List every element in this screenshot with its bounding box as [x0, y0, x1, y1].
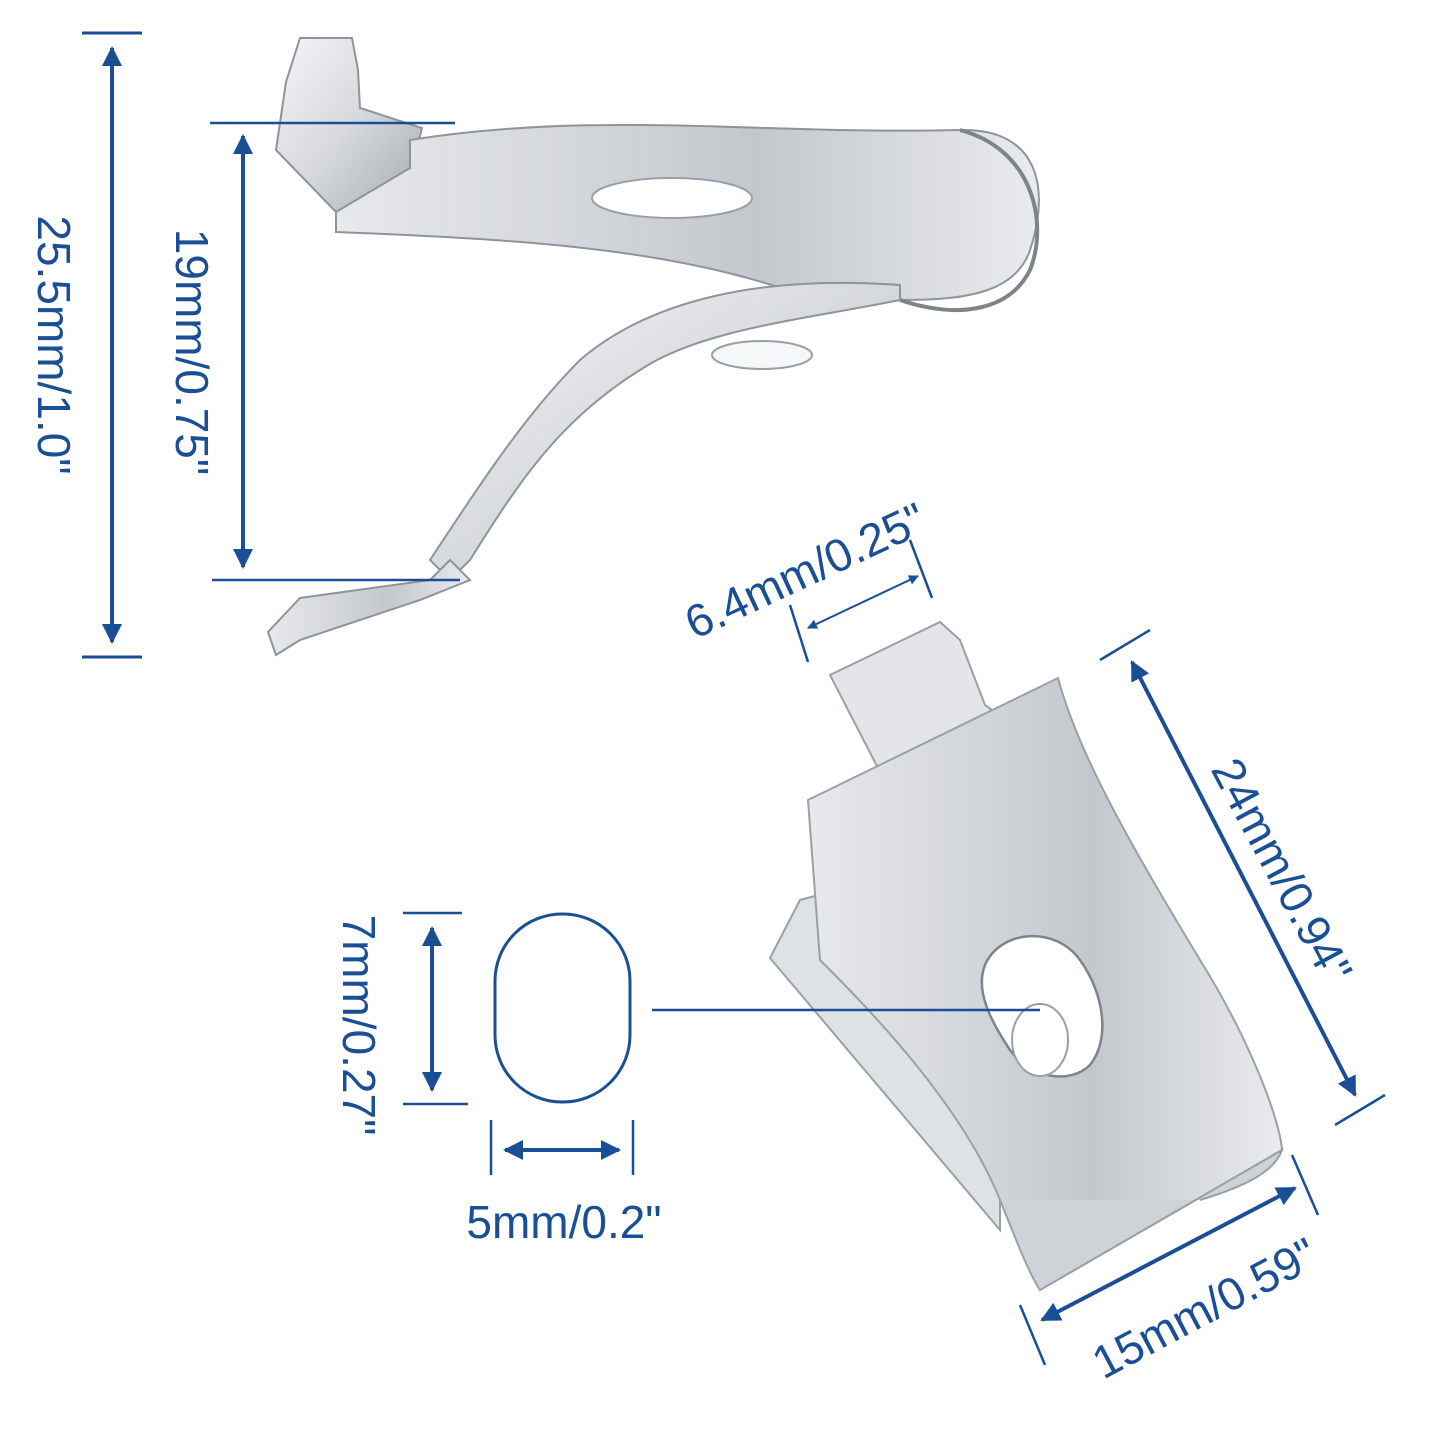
clip-bend — [899, 128, 1040, 312]
dim-bracket-width-label: 15mm/0.59" — [1083, 1227, 1325, 1389]
dim-slot-width-label: 5mm/0.2" — [466, 1196, 661, 1248]
dim-total-height: 25.5mm/1.0" — [28, 31, 142, 659]
dim-bracket-width-arrow — [1040, 1186, 1297, 1322]
clip-upper-slot — [591, 177, 753, 219]
dim-inner-height: 19mm/0.75" — [166, 121, 460, 582]
dim-slot-width: 5mm/0.2" — [466, 1120, 662, 1248]
slot-detail — [493, 912, 1040, 1104]
dim-tab-width-label: 6.4mm/0.25" — [677, 492, 934, 649]
slot-outline — [493, 912, 632, 1104]
dim-slot-height-label: 7mm/0.27" — [333, 915, 385, 1136]
clip-lower-arm — [428, 281, 901, 582]
dim-slot-height: 7mm/0.27" — [333, 911, 468, 1136]
bracket-front-view — [768, 620, 1284, 1292]
clip-lower-slot — [711, 340, 813, 370]
dim-bracket-length-arrow — [1130, 660, 1357, 1097]
dim-tab-width-arrow — [807, 575, 919, 629]
bracket-slot-hole — [1011, 1003, 1069, 1077]
dim-tab-width: 6.4mm/0.25" — [677, 492, 934, 663]
clip-foot — [266, 558, 472, 657]
clip-side-view — [266, 37, 1040, 657]
dim-total-height-label: 25.5mm/1.0" — [28, 215, 80, 474]
dim-inner-height-label: 19mm/0.75" — [166, 229, 218, 475]
